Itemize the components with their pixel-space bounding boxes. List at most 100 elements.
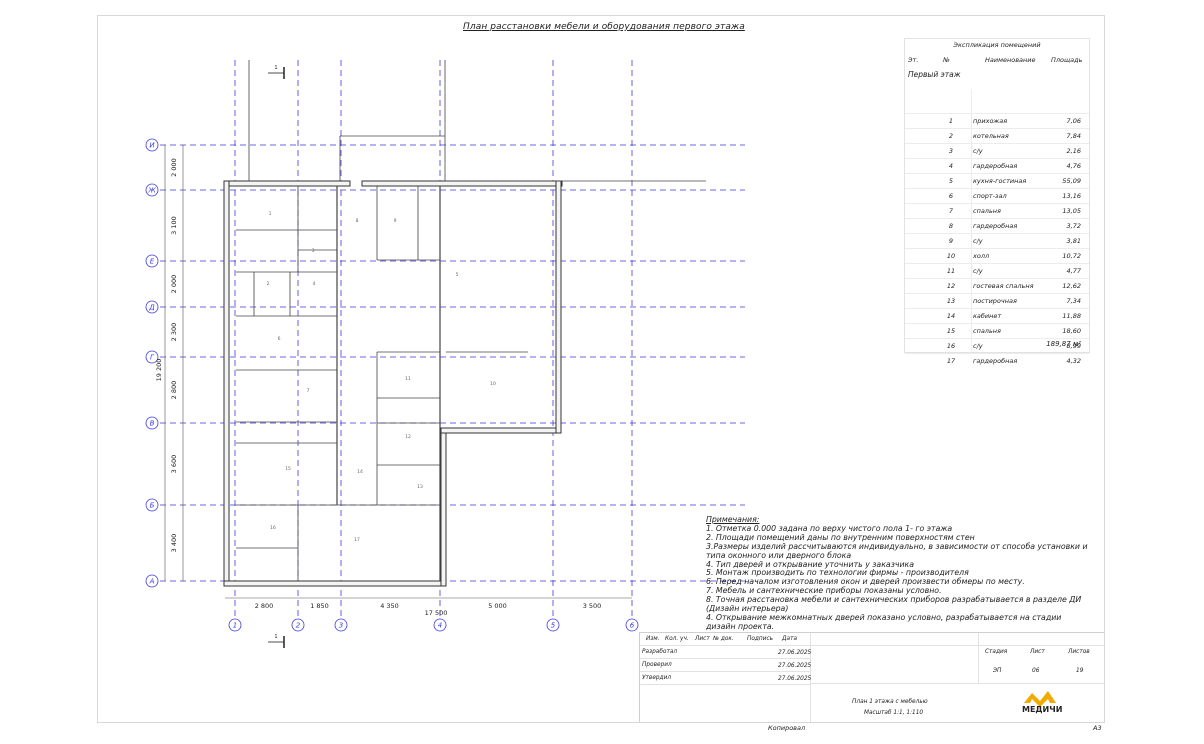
axis-bubble-col [228, 618, 242, 632]
explication-caption: Экспликация помещений [953, 41, 1041, 49]
room-tag: 17 [354, 537, 360, 543]
axis-label-col: 6 [630, 622, 635, 630]
axis-bubble-row [145, 300, 159, 314]
room-name: спальня [973, 327, 1001, 335]
room-number: 14 [946, 312, 956, 320]
room-area: 55,09 [1062, 177, 1081, 185]
axis-bubble-row [145, 416, 159, 430]
wall-segment [555, 180, 562, 434]
dim-text-left: 2 000 [170, 275, 178, 294]
room-tag: 13 [417, 484, 423, 490]
note-item: 1. Отметка 0.000 задана по верху чистого… [706, 523, 953, 533]
wall-segment [440, 429, 447, 587]
axis-bubble-col [291, 618, 305, 632]
room-area: 4,77 [1066, 267, 1081, 275]
dim-text-bottom: 3 500 [583, 602, 602, 610]
tb-sheet-value: 06 [1032, 668, 1040, 674]
tb-col-izm: Изм. [646, 636, 660, 642]
medici-logo-icon [1024, 691, 1056, 707]
dim-text-bottom: 1 850 [310, 602, 329, 610]
explication-header-number: № [943, 56, 950, 64]
room-number: 12 [946, 282, 956, 290]
room-area: 3,72 [1066, 222, 1081, 230]
room-number: 2 [948, 132, 954, 140]
axis-bubble-row [145, 498, 159, 512]
tb-col-sign: Подпись [747, 636, 774, 642]
dim-text-left: 3 600 [170, 455, 178, 474]
room-number: 11 [946, 267, 956, 275]
tb-sheets-label: Листов [1068, 649, 1090, 655]
axis-label-row: Ж [147, 187, 156, 195]
dim-text-bottom: 2 800 [255, 602, 274, 610]
room-area: 3,81 [1066, 237, 1081, 245]
room-area: 11,88 [1062, 312, 1081, 320]
room-name: постирочная [973, 297, 1017, 305]
room-name: кабинет [973, 312, 1002, 320]
explication-row: 4 гардеробная 4,76 [905, 158, 1089, 174]
room-number: 17 [946, 357, 956, 365]
room-area: 4,76 [1066, 162, 1081, 170]
axis-label-col: 4 [438, 622, 442, 630]
room-name: с/у [973, 147, 983, 155]
room-number: 8 [948, 222, 954, 230]
room-name: спорт-зал [973, 192, 1007, 200]
tb-date-developer: 27.06.2025 [778, 650, 812, 656]
room-name: кухня-гостиная [973, 177, 1027, 185]
note-item: 2. Площади помещений даны по внутренним … [706, 532, 975, 542]
axis-bubble-row [145, 350, 159, 364]
drawing-sheet [97, 15, 1105, 723]
room-tag: 14 [357, 469, 363, 475]
note-item: 4. Тип дверей и открывание уточнить у за… [706, 559, 915, 569]
axis-label-row: И [149, 142, 155, 150]
room-number: 4 [948, 162, 954, 170]
room-tag: 6 [278, 336, 281, 342]
room-tag: 12 [405, 434, 411, 440]
section-mark-label: 1 [274, 634, 277, 640]
dim-text-left: 3 400 [170, 534, 178, 553]
dim-text-left-total: 19 200 [155, 359, 163, 382]
drawing-title: План расстановки мебели и оборудования п… [463, 22, 745, 32]
room-tag: 3 [312, 248, 315, 254]
room-name: гардеробная [973, 162, 1018, 170]
room-area: 13,05 [1062, 207, 1081, 215]
room-number: 16 [946, 342, 956, 350]
axis-label-col: 2 [296, 622, 301, 630]
wall-segment [223, 180, 351, 187]
room-name: с/у [973, 237, 983, 245]
explication-header-area: Площадь [1051, 56, 1083, 64]
tb-role-checker: Проверил [642, 662, 672, 668]
room-area: 10,72 [1062, 252, 1081, 260]
axis-label-col: 3 [339, 622, 343, 630]
tb-col-list: Лист [695, 636, 710, 642]
room-number: 10 [946, 252, 956, 260]
dim-text-bottom: 5 000 [488, 602, 507, 610]
explication-floor-label: Первый этаж [908, 70, 961, 79]
section-mark-label: 1 [274, 65, 277, 71]
axis-label-col: 5 [551, 622, 556, 630]
dim-text-left: 2 800 [170, 381, 178, 400]
dim-text-bottom: 4 350 [380, 602, 399, 610]
room-area: 13,16 [1062, 192, 1081, 200]
note-item: 7. Мебель и сантехнические приборы показ… [706, 586, 942, 596]
dim-text-left: 2 000 [170, 158, 178, 177]
axis-bubble-row [145, 574, 159, 588]
tb-role-developer: Разработал [642, 649, 678, 655]
dim-text-bottom-total: 17 500 [425, 609, 448, 617]
axis-label-row: А [149, 578, 155, 586]
room-explication-table: Экспликация помещений Эт. № Наименование… [904, 38, 1090, 365]
footer-copied: Копировал [768, 724, 806, 732]
room-tag: 10 [490, 381, 496, 387]
room-name: спальня [973, 207, 1001, 215]
room-tag: 9 [394, 218, 397, 224]
room-area: 12,62 [1062, 282, 1081, 290]
